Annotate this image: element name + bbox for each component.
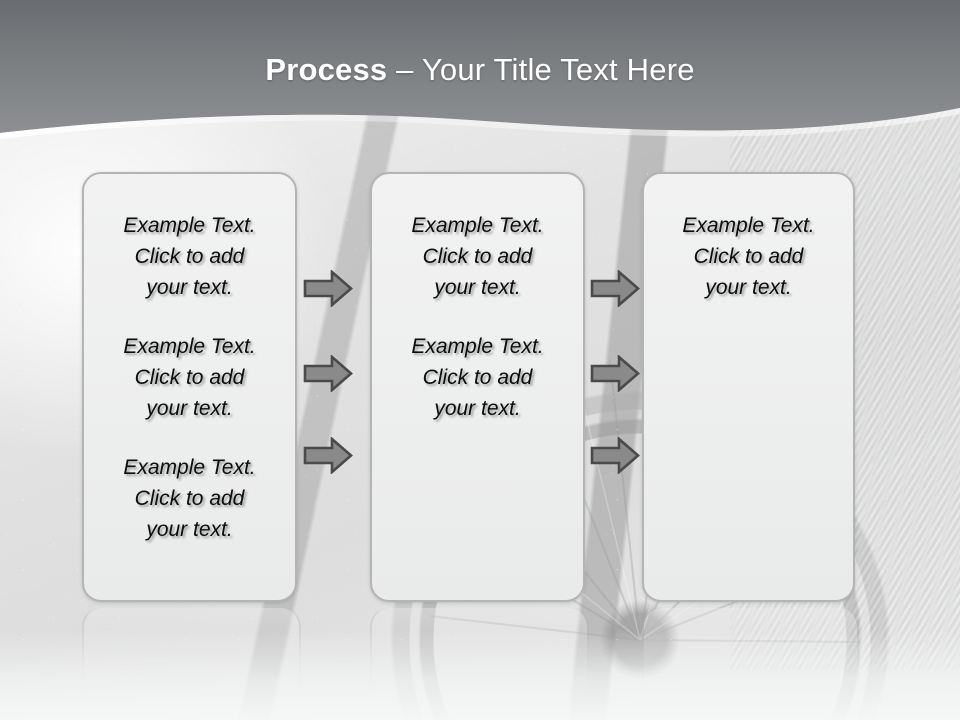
page-title: Process – Your Title Text Here	[0, 50, 960, 90]
page-title-bold: Process	[265, 52, 388, 87]
right-block-arrow-icon[interactable]	[590, 355, 640, 392]
process-box-1-paragraph-1[interactable]: Example Text. Click to add your text.	[123, 214, 256, 299]
process-box-3-paragraph-1[interactable]: Example Text. Click to add your text.	[682, 214, 815, 299]
right-block-arrow-icon[interactable]	[303, 355, 353, 392]
page-title-rest: – Your Title Text Here	[387, 52, 695, 87]
process-box-3-reflection	[642, 608, 859, 720]
process-box-3[interactable]: Example Text. Click to add your text.	[642, 172, 855, 602]
process-box-2-paragraph-2[interactable]: Example Text. Click to add your text.	[411, 335, 544, 420]
header-band	[0, 0, 960, 139]
process-box-2-reflection	[370, 608, 589, 720]
process-box-2[interactable]: Example Text. Click to add your text. Ex…	[370, 172, 585, 602]
right-block-arrow-icon[interactable]	[590, 270, 640, 307]
right-block-arrow-icon[interactable]	[590, 437, 640, 474]
process-box-1-paragraph-2[interactable]: Example Text. Click to add your text.	[123, 335, 256, 420]
right-block-arrow-icon[interactable]	[303, 270, 353, 307]
process-box-1[interactable]: Example Text. Click to add your text. Ex…	[82, 172, 297, 602]
right-block-arrow-icon[interactable]	[303, 437, 353, 474]
box-reflections	[0, 608, 960, 720]
process-box-2-paragraph-1[interactable]: Example Text. Click to add your text.	[411, 214, 544, 299]
process-box-1-reflection	[82, 608, 301, 720]
process-box-1-paragraph-3[interactable]: Example Text. Click to add your text.	[123, 456, 256, 541]
